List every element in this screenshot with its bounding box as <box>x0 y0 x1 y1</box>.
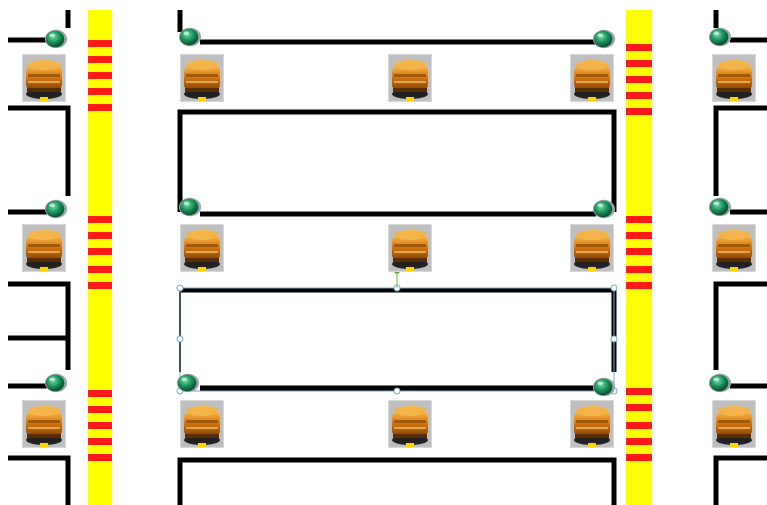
amber-beacon-light-icon <box>22 224 66 272</box>
amber-beacon-light-icon <box>712 54 756 102</box>
crosswalk-bar <box>626 388 652 395</box>
crosswalk-bar <box>626 438 652 445</box>
amber-beacon-light-icon <box>712 400 756 448</box>
green-signal-light-icon <box>593 200 615 218</box>
crosswalk-bar <box>626 454 652 461</box>
crosswalk-bar <box>88 390 112 397</box>
green-signal-light-icon <box>179 28 201 46</box>
selection-outline[interactable] <box>180 288 614 391</box>
amber-beacon-light-icon <box>570 400 614 448</box>
crosswalk-bar <box>626 60 652 67</box>
crosswalk-bar <box>88 40 112 47</box>
wall-segment <box>716 284 767 370</box>
resize-handle[interactable] <box>611 336 617 342</box>
wall-segment <box>180 112 614 212</box>
amber-beacon-light-icon <box>180 54 224 102</box>
wall-segment <box>8 108 68 196</box>
green-signal-light-icon <box>709 374 731 392</box>
wall-segment <box>8 458 68 505</box>
crosswalk-bar <box>88 438 112 445</box>
green-signal-light-icon <box>709 28 731 46</box>
amber-beacon-light-icon <box>22 54 66 102</box>
crosswalk-bar <box>626 76 652 83</box>
amber-beacon-light-icon <box>180 224 224 272</box>
amber-beacon-light-icon <box>570 224 614 272</box>
crosswalk-bar <box>626 282 652 289</box>
resize-handle[interactable] <box>611 285 617 291</box>
crosswalk-bar <box>626 266 652 273</box>
green-signal-light-icon <box>45 374 67 392</box>
crosswalk-bar <box>626 108 652 115</box>
crosswalk-bar <box>88 282 112 289</box>
resize-handle[interactable] <box>394 388 400 394</box>
amber-beacon-light-icon <box>712 224 756 272</box>
crosswalk-bar <box>626 44 652 51</box>
amber-beacon-light-icon <box>388 224 432 272</box>
crosswalk-bar <box>88 56 112 63</box>
green-signal-light-icon <box>45 30 67 48</box>
crosswalk-bar <box>88 406 112 413</box>
crosswalk-stripe <box>626 10 652 505</box>
crosswalk-bar <box>88 72 112 79</box>
amber-beacon-light-icon <box>388 54 432 102</box>
resize-handle[interactable] <box>177 285 183 291</box>
crosswalk-bar <box>626 248 652 255</box>
crosswalk-bar <box>88 248 112 255</box>
crosswalk-bar <box>88 88 112 95</box>
amber-beacon-light-icon <box>570 54 614 102</box>
amber-beacon-light-icon <box>22 400 66 448</box>
green-signal-light-icon <box>709 198 731 216</box>
green-signal-light-icon <box>179 198 201 216</box>
resize-handle[interactable] <box>177 336 183 342</box>
wall-segment <box>8 284 68 370</box>
amber-beacon-light-icon <box>388 400 432 448</box>
crosswalk-layer <box>88 10 652 505</box>
wall-layer <box>8 10 767 505</box>
crosswalk-bar <box>88 232 112 239</box>
green-signal-light-icon <box>177 374 199 392</box>
wall-segment <box>180 460 614 505</box>
green-signal-light-icon <box>593 30 615 48</box>
crosswalk-bar <box>626 422 652 429</box>
wall-segment <box>716 108 767 196</box>
crosswalk-bar <box>626 404 652 411</box>
green-signal-light-icon <box>45 200 67 218</box>
crosswalk-bar <box>626 232 652 239</box>
crosswalk-bar <box>88 216 112 223</box>
wall-segment <box>716 458 767 505</box>
crosswalk-bar <box>88 266 112 273</box>
crosswalk-bar <box>626 216 652 223</box>
crosswalk-bar <box>88 104 112 111</box>
amber-beacon-light-icon <box>180 400 224 448</box>
crosswalk-stripe <box>88 10 112 505</box>
green-signal-light-icon <box>593 378 615 396</box>
crosswalk-bar <box>626 92 652 99</box>
crosswalk-bar <box>88 422 112 429</box>
selection-layer[interactable] <box>177 267 617 394</box>
crosswalk-bar <box>88 454 112 461</box>
